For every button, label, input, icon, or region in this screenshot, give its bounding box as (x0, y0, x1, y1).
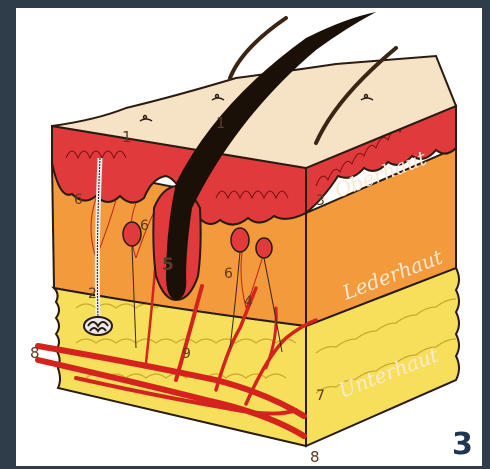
marker-7: 7 (316, 388, 325, 404)
marker-6-right: 6 (224, 266, 233, 282)
marker-3: 3 (316, 193, 325, 209)
marker-8-left: 8 (30, 344, 40, 362)
marker-5: 5 (162, 255, 174, 275)
marker-2: 2 (88, 286, 97, 302)
skin-cross-section-diagram: 1 1 6 6 6 2 4 9 5 3 7 8 8 Oberhaut Leder… (16, 8, 482, 466)
marker-4: 4 (244, 294, 253, 310)
marker-9: 9 (182, 346, 191, 362)
marker-6-mid: 6 (140, 218, 149, 234)
illustration-card: 1 1 6 6 6 2 4 9 5 3 7 8 8 Oberhaut Leder… (16, 8, 482, 466)
marker-8-bottom: 8 (310, 448, 320, 466)
sweat-gland-coil (84, 317, 112, 335)
marker-1-surface: 1 (216, 114, 226, 132)
marker-6-left: 6 (74, 192, 83, 208)
marker-1-pore: 1 (122, 128, 132, 146)
slide-number: 3 (452, 427, 473, 462)
